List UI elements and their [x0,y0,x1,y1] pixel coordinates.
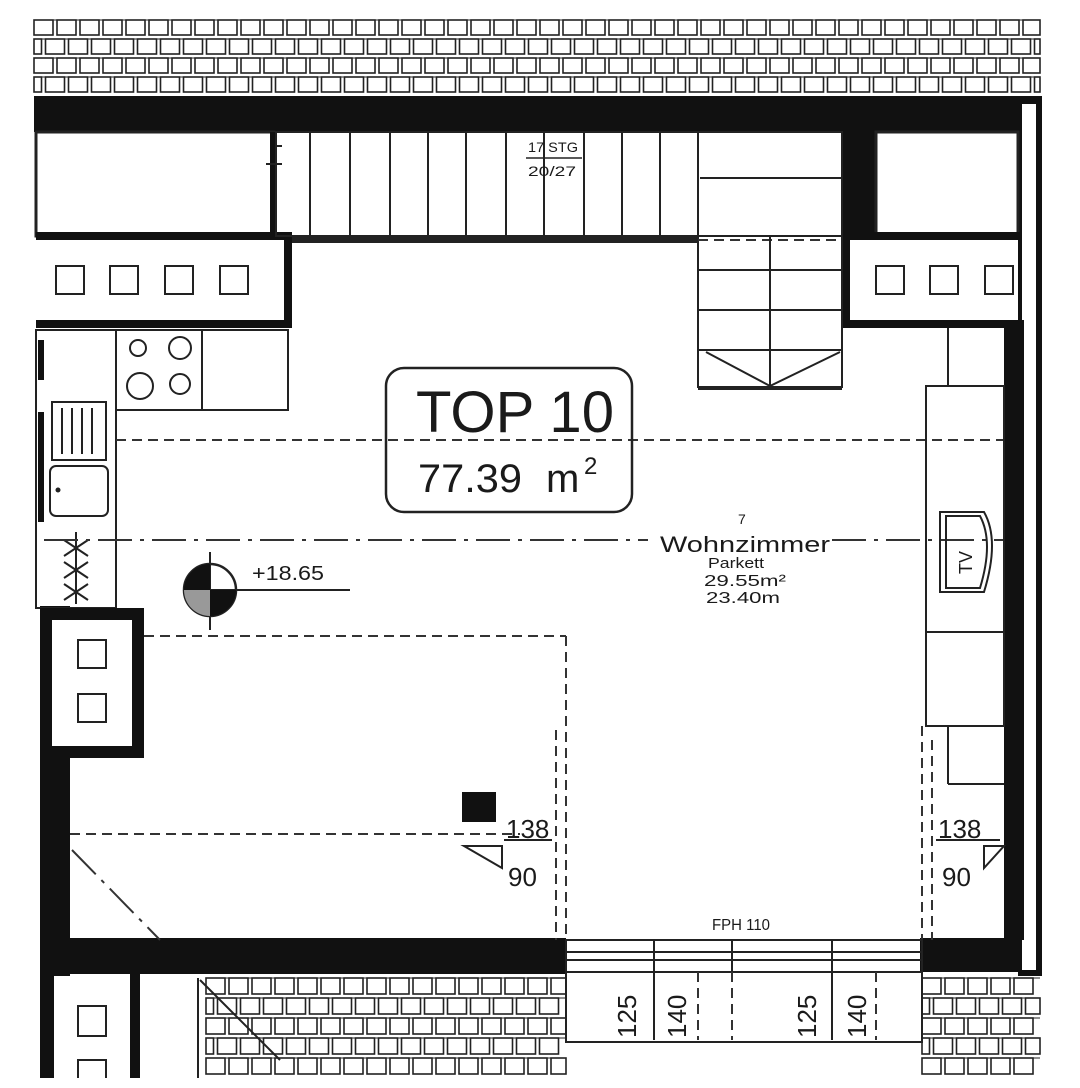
kitchen-counter [35,329,289,609]
bottom-left-vents [77,1005,107,1078]
window-dim-1: 125 [612,995,642,1038]
window-sill-left: 90 [508,862,537,892]
level-value: +18.65 [252,563,324,585]
unit-area-exponent: 2 [584,453,597,480]
roof-tiles-top [33,19,1041,93]
sink-icon [49,401,109,517]
wall-unit-right [921,328,1005,940]
ceiling-slope-lines [44,439,1004,941]
window-mark-left-icon [460,839,552,870]
window-height-right: 138 [938,814,981,844]
roof-tiles-bottom [205,977,1041,1075]
stair-dimensions: 20/27 [528,163,576,179]
tv-icon [939,511,993,593]
room-area: 29.55m² [704,573,787,590]
stair-step-count: 17 STG [528,139,578,155]
ventilation-symbol [63,532,89,604]
unit-name: TOP 10 [416,380,614,445]
exterior-walls [34,96,1042,1078]
vent-row-left [55,265,249,295]
window-dim-4: 140 [842,995,872,1038]
tv-label: TV [956,551,976,574]
roof-windows [565,939,923,1043]
window-dim-3: 125 [792,995,822,1038]
vent-row-right [875,265,1014,295]
attic-compartments [34,130,1020,240]
unit-area-unit: m [546,457,579,501]
staircase [266,131,843,390]
column-post [462,792,496,822]
unit-area-value: 77.39 [418,457,522,501]
room-number: 7 [738,511,746,527]
window-height-left: 138 [506,814,549,844]
level-marker-icon [182,552,350,630]
cooktop-icon [126,336,192,400]
knee-wall-outline [36,236,1024,940]
roof-edge-hatch [197,978,281,1078]
unit-label-box [384,366,634,514]
window-dim-2: 140 [662,995,692,1038]
parapet-height-label: FPH 110 [712,917,770,934]
room-perimeter: 23.40m [706,590,780,607]
shaft-box [40,608,144,758]
window-mark-right-icon [936,839,1007,871]
room-floor: Parkett [708,555,765,572]
window-sill-right: 90 [942,862,971,892]
room-name: Wohnzimmer [660,532,830,557]
